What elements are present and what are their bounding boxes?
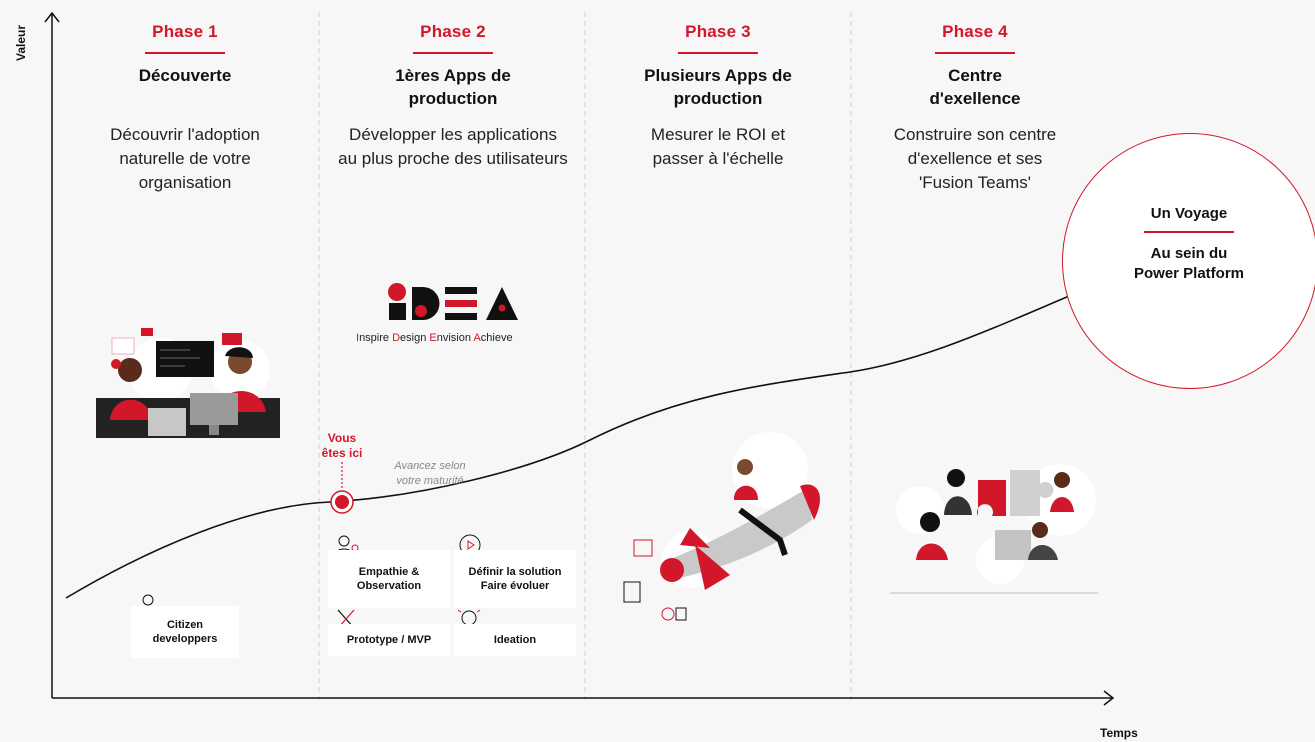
you-are-here-label: Vous êtes ici (318, 431, 366, 461)
card-label: Empathie & Observation (356, 566, 422, 592)
marker-dot (335, 495, 349, 509)
idea-initial: D (392, 332, 401, 344)
phase-underline (413, 52, 493, 54)
idea-logo-icon (388, 283, 518, 320)
idea-word: nspire (359, 332, 393, 344)
y-axis-arrow (44, 11, 60, 23)
idea-subtitle: Inspire Design Envision Achieve (356, 332, 556, 344)
phase-label: Phase 2 (420, 22, 486, 41)
phase-title: Centre d'exellence (929, 66, 1021, 108)
phase-title: 1ères Apps de production (395, 66, 511, 108)
phase-description: Développer les applications au plus proc… (338, 125, 568, 168)
you-are-here-line2: êtes ici (321, 446, 363, 460)
idea-word: nvision (436, 332, 474, 344)
y-axis-label: Valeur (14, 24, 28, 62)
card-label: Prototype / MVP (346, 634, 432, 646)
x-axis-label: Temps (1100, 726, 1138, 740)
phase-1: Phase 1 Découverte Découvrir l'adoption … (60, 22, 310, 195)
card-label: Ideation (493, 634, 537, 646)
phase-3: Phase 3 Plusieurs Apps de production Mes… (593, 22, 843, 171)
citizen-developers-card: Citizen developpers (131, 606, 239, 658)
maturity-note-line2: votre maturité (396, 475, 464, 487)
growth-curve (65, 283, 1099, 599)
phase-underline (935, 52, 1015, 54)
idea-initial: A (473, 332, 481, 344)
phase-2: Phase 2 1ères Apps de production Dévelop… (328, 22, 578, 171)
phase-title: Découverte (138, 66, 232, 85)
phase-label: Phase 1 (152, 22, 218, 41)
x-axis-arrow (1103, 690, 1115, 706)
rocket-illustration (623, 432, 820, 621)
phase-title: Plusieurs Apps de production (644, 66, 792, 108)
empathie-card: Empathie & Observation (328, 550, 450, 608)
idea-initial: I (356, 332, 360, 344)
maturity-note-line1: Avancez selon (394, 460, 466, 472)
phase-label: Phase 4 (942, 22, 1008, 41)
prototype-card: Prototype / MVP (328, 624, 450, 656)
phase-label: Phase 3 (685, 22, 751, 41)
card-label: Citizen developpers (152, 619, 218, 645)
phase-underline (145, 52, 225, 54)
journey-text-line2: Power Platform (1133, 265, 1245, 282)
idea-word: chieve (480, 332, 513, 344)
journey-title: Un Voyage (1150, 205, 1228, 222)
puzzle-team-illustration (890, 464, 1098, 594)
journey-underline (1144, 231, 1234, 233)
developers-illustration (96, 328, 280, 438)
maturity-note: Avancez selon votre maturité (372, 459, 488, 489)
definir-card: Définir la solution Faire évoluer (454, 550, 576, 608)
idea-word: esign (400, 332, 430, 344)
phase-description: Découvrir l'adoption naturelle de votre … (110, 125, 260, 192)
phase-underline (678, 52, 758, 54)
you-are-here-line1: Vous (327, 431, 357, 445)
idea-initial: E (429, 332, 437, 344)
phase-description: Mesurer le ROI et passer à l'échelle (650, 125, 786, 168)
journey-circle (1062, 133, 1315, 389)
card-label: Définir la solution Faire évoluer (468, 566, 562, 592)
journey-text-line1: Au sein du (1150, 245, 1228, 262)
phase-4: Phase 4 Centre d'exellence Construire so… (850, 22, 1100, 195)
phase-description: Construire son centre d'exellence et ses… (893, 125, 1057, 192)
journey-content: Un Voyage Au sein du Power Platform (1060, 205, 1315, 284)
ideation-card: Ideation (454, 624, 576, 656)
